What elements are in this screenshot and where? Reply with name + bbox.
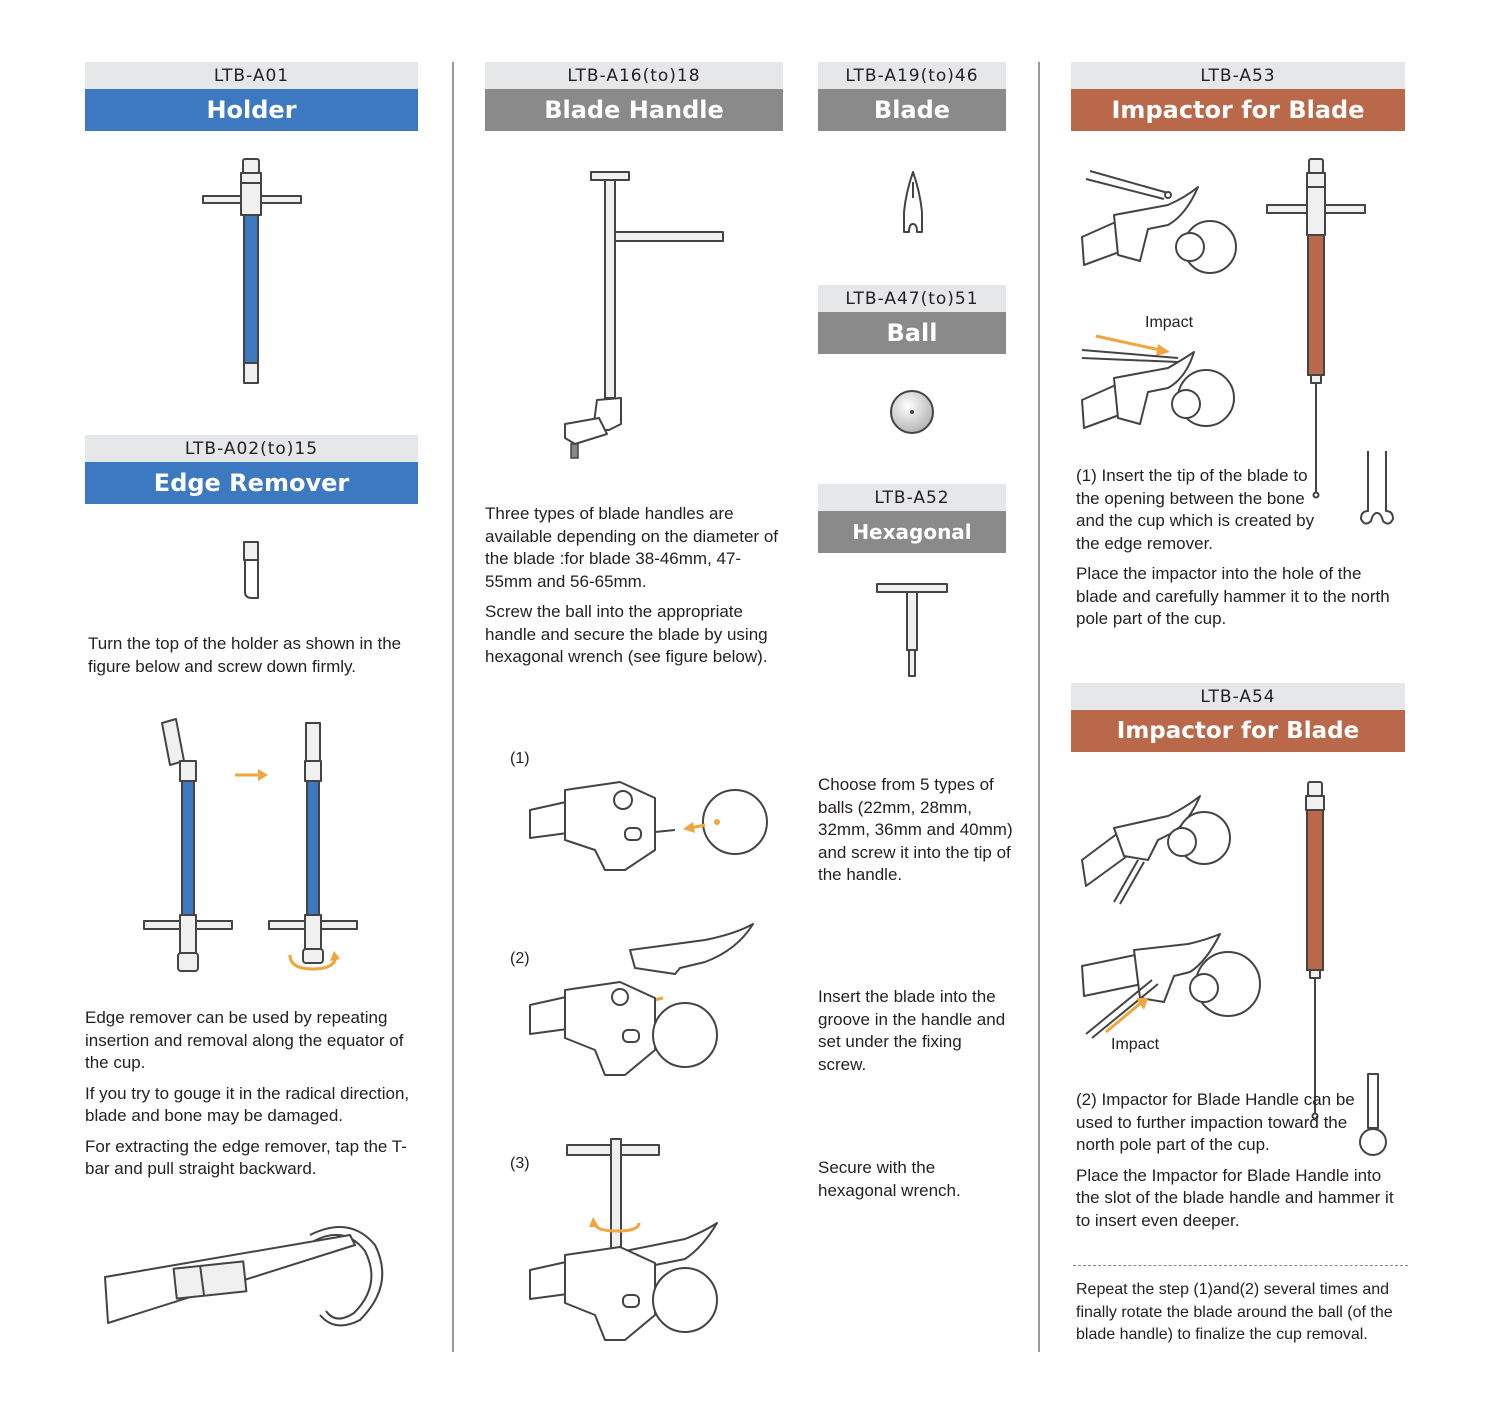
turn-instruction: Turn the top of the holder as shown in t… [88,634,402,676]
usage-text-2: If you try to gouge it in the radical di… [85,1083,410,1126]
blade-handle-text-1: Three types of blade handles are availab… [485,504,778,591]
ball-code: LTB-A47(to)51 [818,285,1006,313]
ball-title: Ball [818,312,1006,354]
impactor-text-2: (2) Impactor for Blade Handle can be use… [1076,1089,1406,1240]
hex-wrench-illustration [876,583,948,677]
step-1-illustration [529,781,768,871]
blade-handle-text: Three types of blade handles are availab… [485,503,783,677]
impact-handle-illustration [1081,933,1261,1039]
step-2-text: Insert the blade into the groove in the … [818,987,1006,1074]
holder-assembly-illustration [143,718,358,972]
step-1-text: Choose from 5 types of balls (22mm, 28mm… [818,775,1013,884]
usage-text: Edge remover can be used by repeating in… [85,1007,420,1189]
edge-remover-in-cup-illustration [104,1226,384,1327]
step-2-illustration [529,923,754,1076]
impactor-text-1: (1) Insert the tip of the blade to the o… [1076,465,1406,639]
repeat-steps-text: Repeat the step (1)and(2) several times … [1076,1281,1393,1343]
usage-text-1: Edge remover can be used by repeating in… [85,1008,404,1072]
holder-illustration [202,158,302,384]
dashed-divider [1073,1265,1408,1266]
impact-label-2: Impact [1111,1036,1160,1053]
step-2-label: (2) [510,950,530,967]
impactor-blade-code: LTB-A53 [1071,62,1405,90]
column-divider [1038,62,1040,1352]
step-3-text: Secure with the hexagonal wrench. [818,1158,961,1200]
further-impaction-text: (2) Impactor for Blade Handle can be use… [1076,1090,1355,1154]
blade-code: LTB-A19(to)46 [818,62,1006,90]
edge-remover-illustration [243,541,259,599]
impact-label: Impact [1145,314,1194,331]
impactor-blade-title: Impactor for Blade [1071,89,1405,131]
impactor-handle-code: LTB-A54 [1071,683,1405,711]
wrench-title: Hexagonal Wrench [818,511,1006,586]
step-3-illustration [529,1138,718,1341]
blade-handle-title: Blade Handle [485,89,783,131]
impactor-handle-insert-illustration [1081,795,1231,905]
blade-handle-code: LTB-A16(to)18 [485,62,783,90]
wrench-code: LTB-A52 [818,484,1006,512]
holder-title: Holder [85,89,418,131]
impactor-handle-illustration [1305,781,1387,1156]
impactor-blade-illustration [1266,158,1394,525]
usage-text-3: For extracting the edge remover, tap the… [85,1136,407,1179]
blade-title: Blade [818,89,1006,131]
impactor-handle-title: Impactor for Blade Handle [1071,710,1405,786]
place-impactor-text: Place the impactor into the hole of the … [1076,564,1390,628]
blade-illustration [903,171,923,233]
impact-blade-illustration [1081,334,1235,429]
edge-remover-code: LTB-A02(to)15 [85,435,418,463]
column-divider [452,62,454,1352]
insert-blade-illustration [1081,170,1237,274]
step-3-label: (3) [510,1155,530,1172]
blade-handle-illustration [564,171,724,459]
edge-remover-title: Edge Remover [85,462,418,504]
step-1-label: (1) [510,750,530,767]
insert-blade-text: (1) Insert the tip of the blade to the o… [1076,466,1315,553]
holder-code: LTB-A01 [85,62,418,90]
place-handle-impactor-text: Place the Impactor for Blade Handle into… [1076,1165,1394,1230]
blade-handle-text-2: Screw the ball into the appropriate hand… [485,602,768,666]
ball-illustration [890,390,934,434]
